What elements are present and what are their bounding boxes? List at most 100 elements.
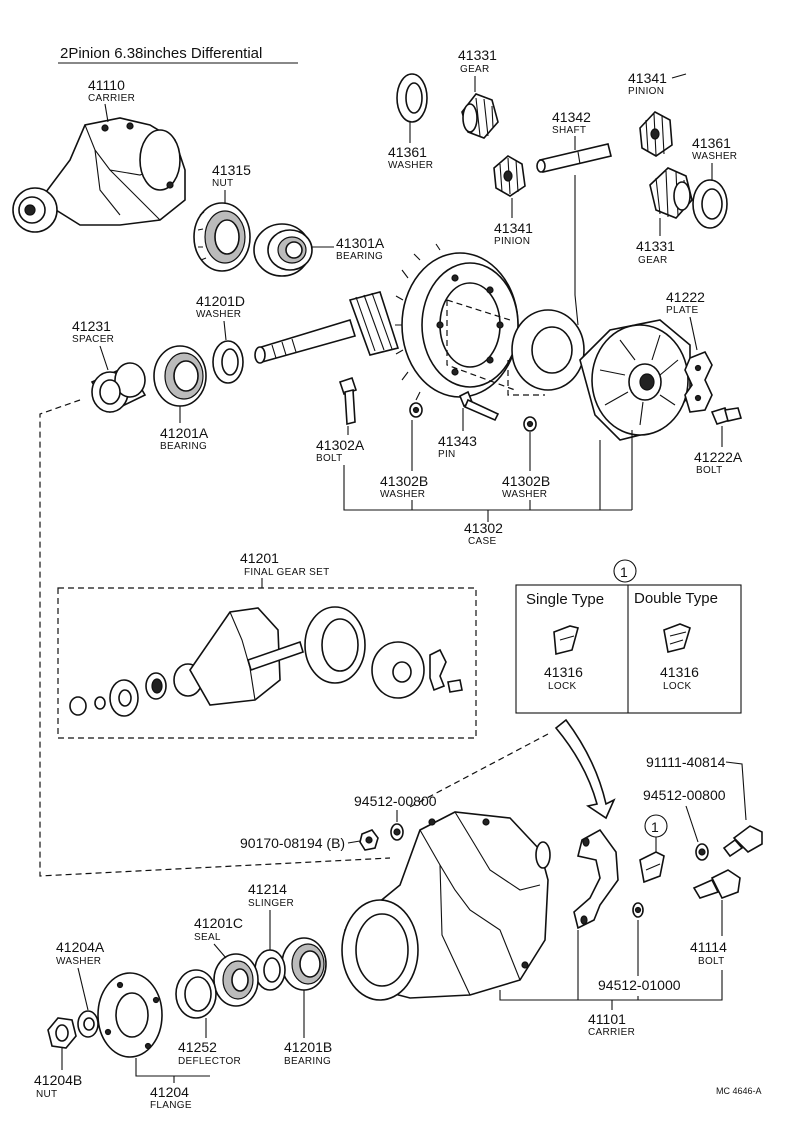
carrier-41101-drawing — [341, 811, 551, 1001]
part-name-washer-41302B-right: WASHER — [502, 489, 547, 500]
nut-41315-drawing — [193, 202, 251, 272]
part-name-bearing-41301A: BEARING — [336, 251, 383, 262]
part-number-41331-right: 41331 — [636, 238, 675, 254]
washer-94512-01000-drawing — [632, 902, 644, 918]
part-name-bearing-41201A: BEARING — [160, 441, 207, 452]
deflector-41252-drawing — [175, 969, 217, 1019]
part-number-41302B-right: 41302B — [502, 473, 550, 489]
part-number-41343: 41343 — [438, 433, 477, 449]
gear-41331-left-drawing — [461, 93, 499, 139]
bearing-caps-drawing — [573, 828, 619, 930]
part-name-seal: SEAL — [194, 932, 221, 943]
washer-94512-00800-right-drawing — [695, 843, 709, 861]
part-number-41114: 41114 — [690, 939, 727, 955]
nut-41204B-drawing — [47, 1017, 77, 1049]
part-name-nut-41204B: NUT — [36, 1089, 57, 1100]
part-name-final-gear-set: FINAL GEAR SET — [244, 567, 330, 578]
bolt-41302A-drawing — [338, 376, 358, 426]
part-name-bolt-41222A: BOLT — [696, 465, 723, 476]
part-number-41201D: 41201D — [196, 293, 245, 309]
flange-41204-drawing — [97, 972, 163, 1058]
washer-41361-left-drawing — [396, 73, 428, 123]
lock-pointer-arrow — [554, 718, 616, 820]
bearing-41201A-drawing — [153, 345, 207, 407]
part-number-41201: 41201 — [240, 550, 279, 566]
lock-single-name: LOCK — [548, 681, 576, 692]
part-number-41201B: 41201B — [284, 1039, 332, 1055]
part-number-41302A: 41302A — [316, 437, 365, 453]
washer-41361-right-drawing — [692, 179, 728, 229]
shaft-41342-drawing — [536, 143, 612, 173]
part-name-carrier: CARRIER — [88, 93, 135, 104]
slinger-41214-drawing — [254, 949, 286, 991]
part-name-pinion-41341-right: PINION — [628, 86, 664, 97]
part-name-gear-41331-right: GEAR — [638, 255, 668, 266]
part-number-41341-left: 41341 — [494, 220, 533, 236]
lock-double-name: LOCK — [663, 681, 691, 692]
lock-41316-lower-drawing — [639, 851, 665, 884]
lock-double-number: 41316 — [660, 664, 699, 680]
part-number-41302: 41302 — [464, 520, 503, 536]
part-number-41341-right: 41341 — [628, 70, 667, 86]
part-number-41214: 41214 — [248, 881, 287, 897]
part-number-41252: 41252 — [178, 1039, 217, 1055]
pinion-41341-left-drawing — [493, 155, 526, 197]
part-number-41361-right: 41361 — [692, 135, 731, 151]
part-name-washer-41361-left: WASHER — [388, 160, 433, 171]
pin-41343-drawing — [458, 390, 500, 422]
part-number-94512-01000: 94512-01000 — [598, 977, 681, 993]
part-number-41342: 41342 — [552, 109, 591, 125]
gear-41331-right-drawing — [649, 167, 693, 219]
bolt-41222A-drawing — [710, 407, 743, 425]
callout-marker: 1 — [651, 819, 659, 835]
part-number-41301A: 41301A — [336, 235, 385, 251]
part-number-41204B: 41204B — [34, 1072, 82, 1088]
part-name-plate: PLATE — [666, 305, 698, 316]
part-number-41315: 41315 — [212, 162, 251, 178]
part-number-91111-40814: 91111-40814 — [646, 754, 726, 770]
drive-pinion-ring-gear-drawing — [254, 243, 519, 401]
bolt-41114-drawing — [692, 869, 741, 900]
part-number-94512-00800-left: 94512-00800 — [354, 793, 437, 809]
lock-double-type-heading: Double Type — [634, 590, 718, 607]
part-number-41101: 41101 — [588, 1011, 626, 1027]
washer-41204A-drawing — [77, 1010, 99, 1038]
lock-single-drawing — [553, 625, 579, 656]
part-name-deflector: DEFLECTOR — [178, 1056, 241, 1067]
diagram-title: 2Pinion 6.38inches Differential — [60, 45, 262, 62]
part-name-flange: FLANGE — [150, 1100, 192, 1111]
part-name-pin: PIN — [438, 449, 456, 460]
part-number-41222: 41222 — [666, 289, 705, 305]
lock-single-number: 41316 — [544, 664, 583, 680]
part-number-41302B-left: 41302B — [380, 473, 428, 489]
nut-90170-drawing — [359, 829, 379, 851]
part-number-41201A: 41201A — [160, 425, 209, 441]
part-name-bearing-41201B: BEARING — [284, 1056, 331, 1067]
lock-double-drawing — [663, 623, 691, 653]
bolt-91111-40814-drawing — [722, 825, 763, 858]
part-number-41331-left: 41331 — [458, 47, 497, 63]
washer-41201D-drawing — [212, 340, 244, 384]
final-gear-set-drawing — [69, 606, 463, 717]
part-name-bolt-41114: BOLT — [698, 956, 725, 967]
part-number-41222A: 41222A — [694, 449, 743, 465]
part-number-41231: 41231 — [72, 318, 111, 334]
part-number-41361-left: 41361 — [388, 144, 427, 160]
washer-41302B-right-drawing — [523, 416, 537, 432]
washer-41302B-left-drawing — [409, 402, 423, 418]
differential-case-drawing — [511, 309, 691, 441]
lock-box-marker-circle — [613, 559, 637, 583]
plate-41222-drawing — [684, 350, 713, 413]
pinion-41341-right-drawing — [639, 111, 673, 157]
part-number-94512-00800-right: 94512-00800 — [643, 787, 726, 803]
part-name-pinion-41341-left: PINION — [494, 236, 530, 247]
part-name-bolt-41302A: BOLT — [316, 453, 343, 464]
part-name-nut: NUT — [212, 178, 233, 189]
spacer-41231-drawing — [90, 362, 147, 414]
carrier-41110-drawing — [12, 117, 186, 233]
part-name-washer-41204A: WASHER — [56, 956, 101, 967]
footer-code: MC 4646-A — [716, 1086, 762, 1096]
part-number-90170-08194: 90170-08194 (B) — [240, 835, 345, 851]
lock-box-marker: 1 — [620, 564, 628, 580]
